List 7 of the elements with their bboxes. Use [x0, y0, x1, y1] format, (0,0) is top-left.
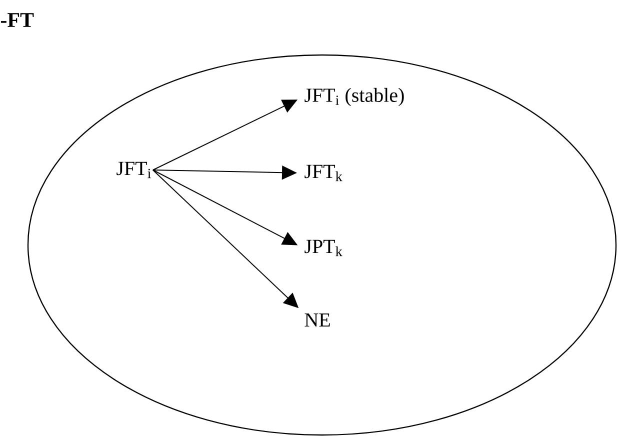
node-label: JFT$_{i}$ — [116, 162, 151, 178]
node-label: JFT$_{k}$ — [304, 164, 342, 182]
node-label: JPT$_{k}$ — [304, 240, 342, 256]
node-label: NE — [304, 313, 330, 327]
node-label: JFT$_{i}$ (stable) — [304, 88, 404, 106]
title: -FT — [0, 13, 34, 27]
ellipse — [27, 54, 617, 436]
